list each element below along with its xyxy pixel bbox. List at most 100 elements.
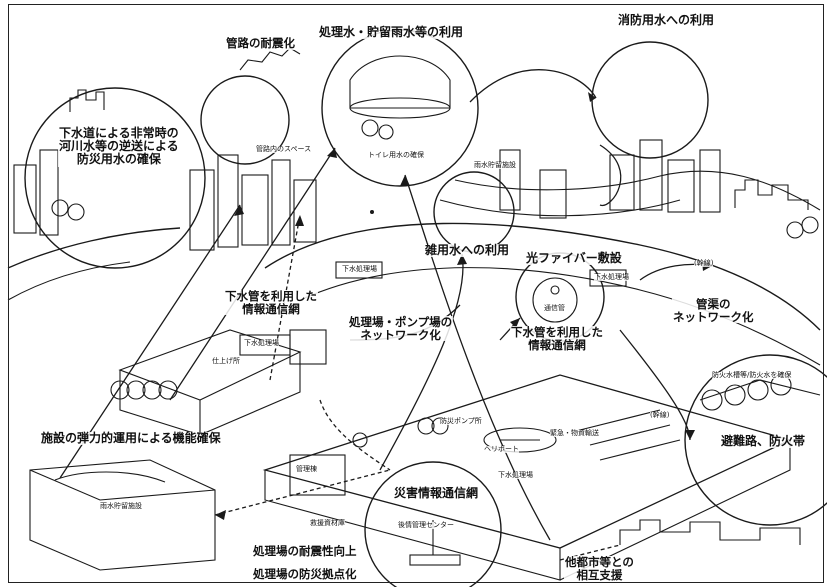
evac-tree: [701, 389, 723, 411]
bldg-l2: [39, 149, 59, 236]
label-pipe-seismic: 管路の耐震化: [225, 36, 296, 50]
road-upper-right-2: [439, 199, 681, 217]
arrowhead: [457, 254, 467, 265]
storage-box: [29, 459, 216, 571]
arrowhead: [588, 92, 596, 102]
small-label-fire-sign: 防火水槽等/防火水を確保: [712, 371, 792, 379]
arrowhead: [400, 175, 410, 186]
dash-pipe: [319, 399, 391, 471]
small-label-finish: 仕上げ所: [212, 357, 240, 365]
arrowhead: [327, 148, 337, 158]
tree: [801, 216, 819, 234]
small-label-admin: 管理棟: [296, 465, 317, 473]
fiber: [550, 285, 560, 295]
plant-box-block: [289, 329, 327, 365]
label-plant-seismic: 処理場の耐震性向上: [252, 544, 358, 558]
small-label-heliport: ヘリポート: [484, 445, 519, 453]
label-sewer-info-right: 下水管を利用した 情報通信網: [510, 325, 604, 352]
small-label-control: 後情管理センター: [398, 521, 454, 529]
small-label-treatment-2: 下水処理場: [594, 273, 629, 281]
arrowhead: [685, 430, 695, 440]
small-label-treatment-main: 下水処理場: [498, 471, 533, 479]
label-optical-fiber: 光ファイバー敷設: [525, 251, 623, 266]
pipe-rack: [409, 554, 461, 566]
tree: [352, 432, 368, 448]
evac-tree: [747, 379, 769, 401]
arrowhead: [234, 205, 244, 216]
bldg-r6: [699, 149, 721, 213]
pump-2: [378, 124, 394, 140]
tree: [142, 380, 162, 400]
small-label-toilet: トイレ用水の確保: [368, 151, 424, 159]
tree: [51, 199, 69, 217]
admin-building: [289, 454, 346, 496]
label-plant-network: 処理場・ポンプ場の ネットワーク化: [348, 315, 454, 342]
bldg-l3: [189, 169, 215, 251]
diagram-frame: [8, 4, 824, 583]
bldg-l4: [217, 154, 239, 248]
tree: [67, 203, 85, 221]
tunnel: [349, 55, 451, 109]
pipe-section: [532, 277, 578, 323]
small-label-pipe: 通信管: [544, 304, 565, 312]
tree: [786, 221, 804, 239]
bldg-r4: [639, 139, 663, 211]
small-label-emergency: 緊急・物資輸送: [550, 429, 599, 437]
road-upper-right: [454, 170, 821, 211]
storage-inner: [54, 471, 166, 483]
plant-left-base-r: [199, 352, 301, 436]
arrow-to-fire: [469, 69, 597, 103]
label-reverse-flow: 下水道による非常時の 河川水等の逆送による 防災用水の確保: [58, 126, 180, 167]
skyline-right: [734, 179, 809, 210]
evac-tree: [724, 384, 746, 406]
label-evac-route: 避難路、防火帯: [720, 434, 807, 449]
circle-reverse-flow: [24, 87, 206, 269]
plant-main-side: [264, 470, 561, 581]
tunnel-end: [349, 97, 451, 119]
label-fire-water: 消防用水への利用: [617, 13, 716, 28]
small-label-pipe-inner: 管路内のスペース: [256, 145, 312, 153]
small-label-rain-storage-2: 雨水貯留施設: [100, 502, 142, 510]
heliport-pad: [483, 427, 557, 453]
circle-disaster-info: [364, 461, 502, 587]
arrow-fire-down: [599, 144, 622, 206]
small-label-main-route: (幹線): [694, 259, 714, 267]
tanks-row: [579, 409, 681, 461]
small-label-pump: 防災ポンプ所: [440, 417, 482, 425]
small-label-treatment-3: 下水処理場: [244, 339, 279, 347]
town-bottom: [619, 519, 801, 545]
bldg-r1: [499, 149, 521, 211]
circle-evac: [684, 354, 827, 526]
label-treated-water: 処理水・貯留雨水等の利用: [318, 25, 465, 40]
label-sewer-info-left: 下水管を利用した 情報通信網: [224, 289, 318, 316]
arrowhead: [295, 215, 304, 226]
circle-pipe-seismic: [200, 75, 290, 165]
arrow-to-misc: [379, 253, 464, 471]
pump: [361, 119, 379, 137]
road-curve-left: [7, 227, 181, 269]
small-label-relief: 救援資材庫: [310, 519, 345, 527]
plant-main-side-r: [559, 440, 791, 581]
label-misc-water: 雑用水への利用: [424, 243, 511, 258]
bldg-l1: [13, 164, 37, 234]
bldg-r5: [667, 159, 695, 213]
road-main-arc: [264, 222, 821, 331]
label-pipe-network: 管渠の ネットワーク化: [672, 297, 755, 324]
small-label-route-2: (幹線): [650, 411, 670, 419]
plant-left-base: [119, 370, 201, 436]
road-curve-left-2: [7, 261, 131, 301]
arrow-to-treated: [169, 147, 336, 401]
bldg-l6: [271, 159, 291, 246]
label-facility-ops: 施設の弾力的運用による機能確保: [40, 431, 222, 446]
dot-marker: [370, 210, 374, 214]
arrowhead: [510, 318, 520, 328]
arrowhead: [215, 510, 226, 520]
arrow-to-treated-2: [404, 174, 551, 541]
small-label-treatment-1: 下水処理場: [342, 265, 377, 273]
bldg-r3: [609, 154, 635, 211]
label-disaster-info: 災害情報通信網: [393, 486, 480, 501]
small-plant-box: [335, 261, 383, 279]
dash-bottom: [214, 469, 391, 516]
